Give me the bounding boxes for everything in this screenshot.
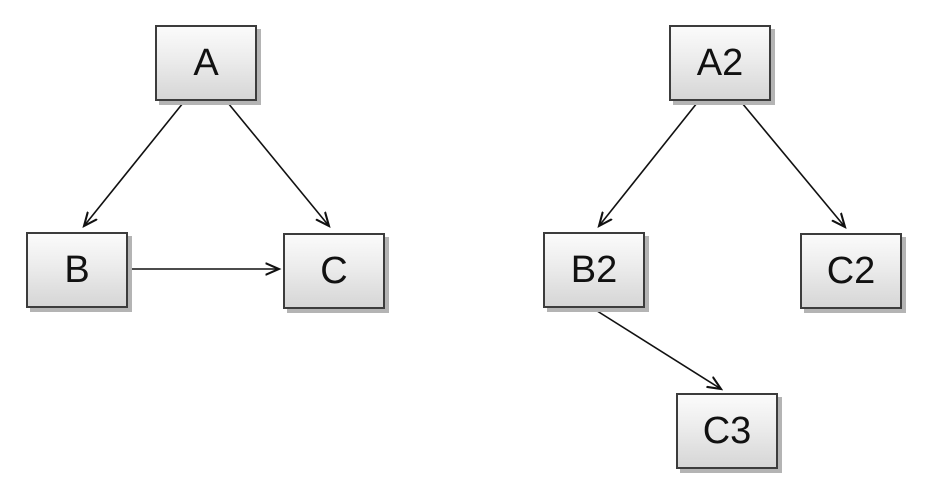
edge-a-to-c: [227, 102, 329, 226]
edge-b2-to-c3: [593, 308, 721, 389]
node-c3[interactable]: C3: [676, 393, 778, 469]
edge-a2-to-b2: [599, 102, 698, 226]
edge-a2-to-c2: [741, 102, 845, 227]
node-a-label: A: [193, 42, 219, 84]
node-c2[interactable]: C2: [800, 233, 902, 309]
node-c2-label: C2: [826, 250, 876, 292]
node-c-label: C: [320, 250, 348, 292]
node-a2-label: A2: [696, 42, 744, 84]
node-a2[interactable]: A2: [669, 25, 771, 101]
node-b2[interactable]: B2: [543, 232, 645, 308]
node-b-label: B: [64, 249, 90, 291]
node-b[interactable]: B: [26, 232, 128, 308]
edge-a-to-b: [84, 102, 184, 226]
node-b2-label: B2: [570, 249, 618, 291]
node-c3-label: C3: [702, 410, 752, 452]
node-c[interactable]: C: [283, 233, 385, 309]
node-a[interactable]: A: [155, 25, 257, 101]
